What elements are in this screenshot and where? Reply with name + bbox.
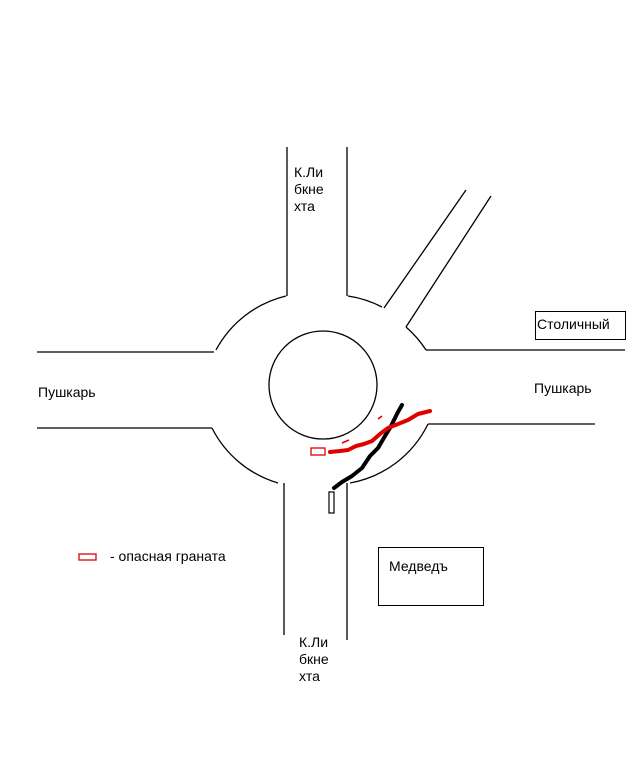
- legend-text: - опасная граната: [110, 548, 226, 564]
- east-street-label: Пушкарь: [534, 380, 592, 396]
- red-dash-2: [377, 415, 383, 420]
- ring-arc-se: [349, 423, 429, 484]
- red-dash-1: [341, 439, 350, 444]
- ring-arc-ne-e: [405, 326, 427, 351]
- black-vehicle-path: [332, 403, 404, 490]
- stolichny-label: Столичный: [537, 316, 610, 332]
- ne-road-outer-edge: [383, 189, 467, 309]
- south-street-label: К.Ли бкне хта: [299, 634, 329, 684]
- legend-grenade-icon: [78, 553, 97, 561]
- north-street-label: К.Ли бкне хта: [294, 164, 324, 214]
- central-island: [268, 330, 378, 440]
- west-street-label: Пушкарь: [38, 384, 96, 400]
- ring-arc-nw: [215, 295, 287, 351]
- grenade-marker: [310, 447, 326, 456]
- medved-label: Медведъ: [389, 558, 448, 574]
- red-grenade-path: [328, 409, 432, 454]
- vehicle-marker: [328, 491, 335, 514]
- ring-arc-sw: [211, 427, 279, 484]
- ring-arc-n-ne: [347, 295, 383, 308]
- ne-road-inner-edge: [405, 195, 492, 328]
- medved-box: Медведъ: [378, 547, 484, 606]
- stolichny-box: Столичный: [535, 311, 626, 340]
